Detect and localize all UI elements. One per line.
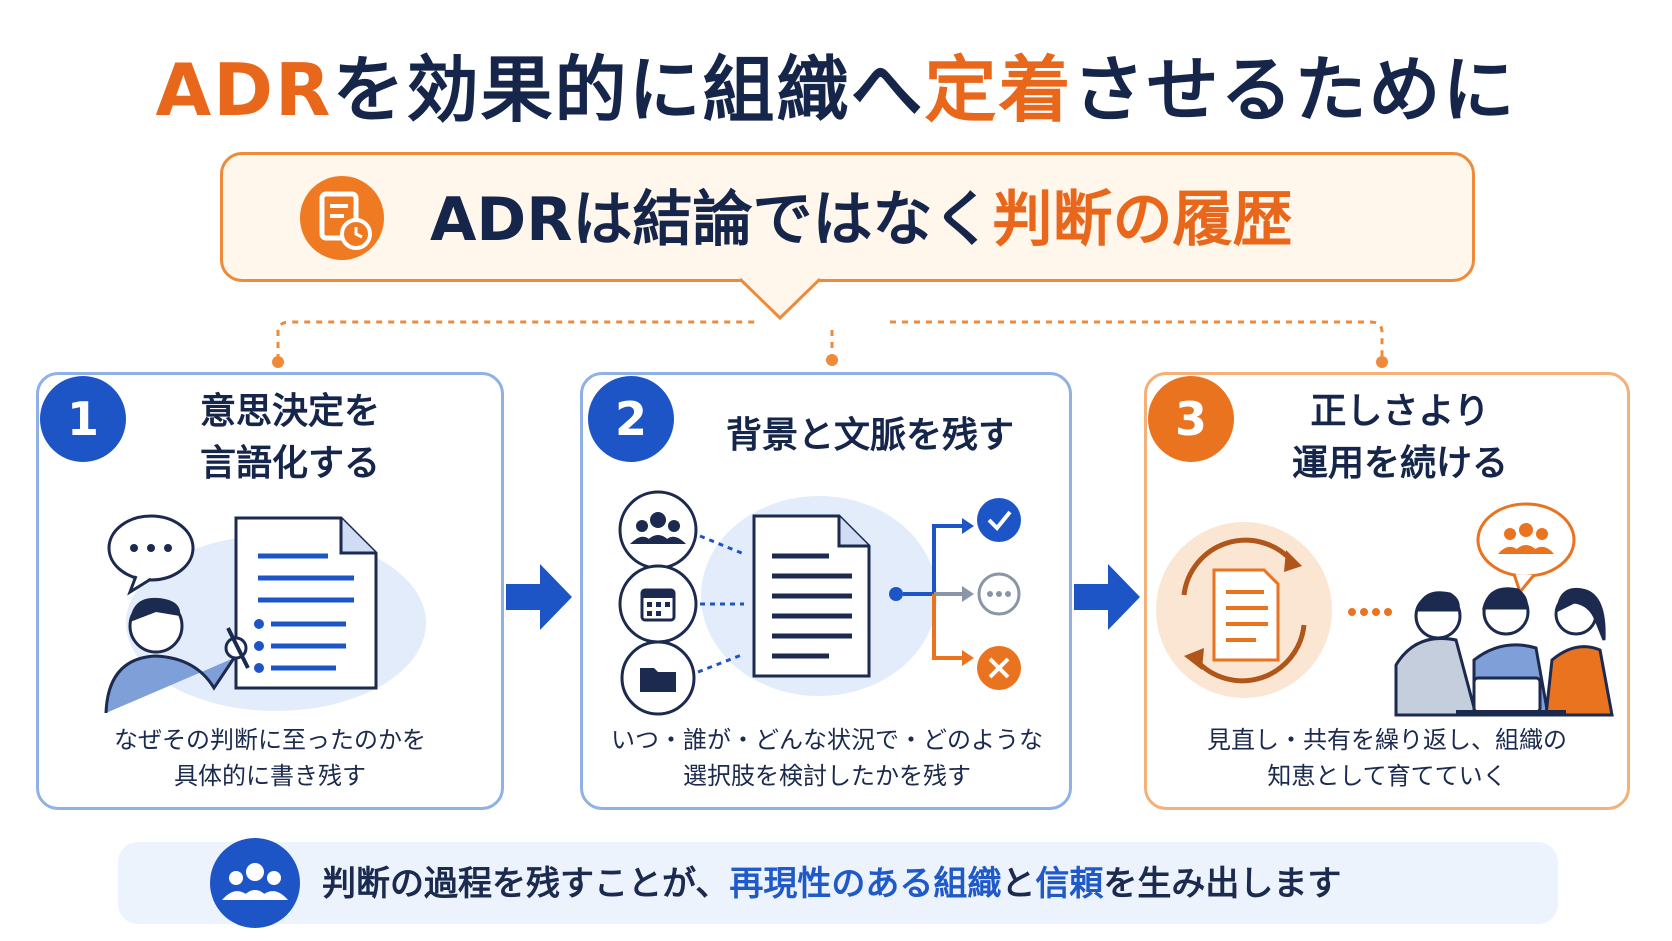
page-title: ADRを効果的に組織へ定着させるために xyxy=(0,40,1672,140)
conclusion-text: 判断の過程を残すことが、再現性のある組織と信頼を生み出します xyxy=(322,852,1341,916)
step-1-caption-line-1: なぜその判断に至ったのかを xyxy=(114,726,426,754)
step-1-title-line-2: 言語化する xyxy=(199,443,380,484)
step-3-caption-line-2: 知恵として育てていく xyxy=(1267,762,1507,790)
step-2-caption: いつ・誰が・どんな状況で・どのような 選択肢を検討したかを残す xyxy=(592,722,1062,794)
conclusion-text-2: と xyxy=(1001,864,1036,904)
context-to-options-icon xyxy=(618,490,1021,716)
step-3-title-line-2: 運用を続ける xyxy=(1291,443,1508,484)
callout-text-highlight: 判断の履歴 xyxy=(992,185,1293,255)
team-icon xyxy=(210,838,300,928)
callout-text: ADRは結論ではなく判断の履歴 xyxy=(430,180,1292,260)
step-2-caption-line-2: 選択肢を検討したかを残す xyxy=(683,762,971,790)
right-arrow-icon xyxy=(1074,564,1140,630)
key-message-callout xyxy=(220,152,1475,282)
conclusion-text-1: 判断の過程を残すことが、 xyxy=(322,864,730,904)
connector-lines xyxy=(272,320,1388,368)
step-3-number: 3 xyxy=(1148,376,1234,462)
step-3-title-line-1: 正しさより xyxy=(1310,391,1490,432)
conclusion-text-3: を生み出します xyxy=(1103,864,1342,904)
conclusion-highlight-2: 信頼 xyxy=(1035,864,1104,904)
callout-pointer xyxy=(740,278,820,321)
step-2-caption-line-1: いつ・誰が・どんな状況で・どのような xyxy=(611,726,1043,754)
step-1-title: 意思決定を 言語化する xyxy=(140,386,440,490)
step-3-caption-line-1: 見直し・共有を繰り返し、組織の xyxy=(1207,726,1567,754)
title-text-1: を効果的に組織へ xyxy=(332,48,925,132)
step-3-caption: 見直し・共有を繰り返し、組織の 知恵として育てていく xyxy=(1158,722,1616,794)
title-highlight: 定着 xyxy=(924,48,1073,132)
step-1-title-line-1: 意思決定を xyxy=(199,391,380,432)
step-2-number: 2 xyxy=(588,376,674,462)
team-review-cycle-icon xyxy=(1156,502,1614,717)
step-2-title: 背景と文脈を残す xyxy=(725,415,1014,456)
title-adr: ADR xyxy=(155,48,333,132)
conclusion-banner xyxy=(118,842,1558,924)
callout-text-main: ADRは結論ではなく xyxy=(430,185,993,255)
step-3-title: 正しさより 運用を続ける xyxy=(1230,386,1570,490)
person-writing-document-icon xyxy=(104,514,426,714)
step-1-caption: なぜその判断に至ったのかを 具体的に書き残す xyxy=(50,722,490,794)
step-1-number: 1 xyxy=(40,376,126,462)
document-clock-icon xyxy=(300,176,384,260)
step-1-caption-line-2: 具体的に書き残す xyxy=(174,762,366,790)
title-text-2: させるために xyxy=(1072,48,1517,132)
right-arrow-icon xyxy=(506,564,572,630)
conclusion-highlight-1: 再現性のある組織 xyxy=(729,864,1002,904)
